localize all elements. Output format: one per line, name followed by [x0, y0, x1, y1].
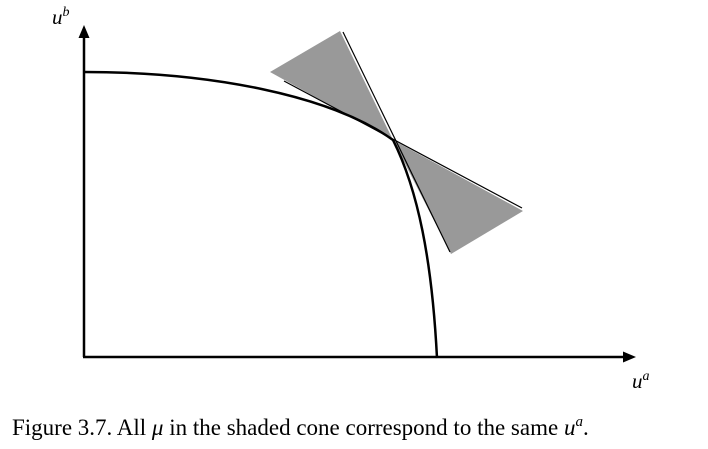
shaded-cone-upper [270, 31, 393, 140]
y-axis-label: ub [52, 5, 70, 29]
support-line-steep [342, 31, 451, 253]
caption-prefix: Figure 3.7. All [12, 415, 152, 440]
caption-middle: in the shaded cone correspond to the sam… [163, 415, 564, 440]
caption-period: . [582, 415, 589, 440]
x-axis-label-base: u [632, 369, 643, 393]
figure-caption: Figure 3.7. All μ in the shaded cone cor… [12, 414, 702, 442]
x-axis-label: ua [632, 369, 650, 393]
y-axis-arrowhead [78, 25, 90, 38]
support-line-flat [283, 80, 523, 209]
x-axis-arrowhead [623, 351, 636, 363]
y-axis-label-base: u [52, 5, 63, 29]
x-axis-label-superscript: a [643, 369, 650, 384]
y-axis-label-superscript: b [63, 5, 70, 20]
cone-diagram: ub ua [52, 5, 650, 393]
caption-mu-symbol: μ [151, 415, 164, 440]
caption-u-superscript: a [575, 414, 583, 430]
shaded-cone-lower [393, 140, 523, 254]
caption-u-symbol: u [563, 415, 576, 440]
utility-frontier-curve [83, 70, 439, 359]
